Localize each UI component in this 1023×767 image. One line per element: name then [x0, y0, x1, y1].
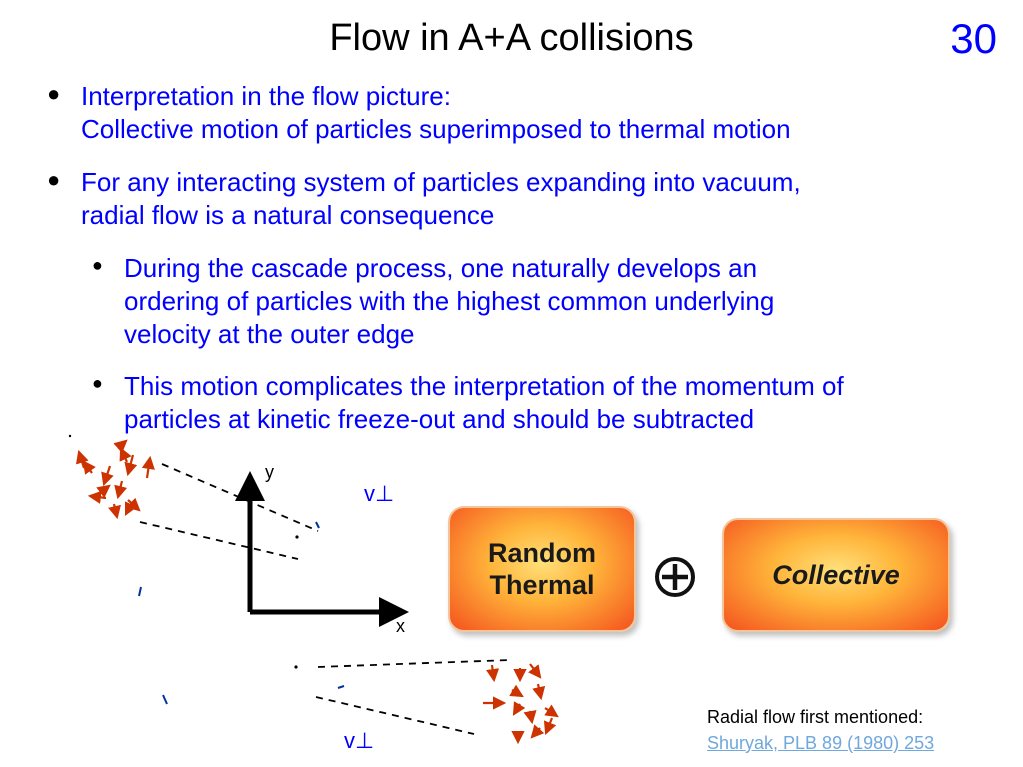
reference-note: Radial flow first mentioned: Shuryak, PL…: [707, 704, 934, 756]
page-number: 30: [950, 15, 997, 62]
reference-text: Radial flow first mentioned:: [707, 707, 924, 727]
bullet-text: particles at kinetic freeze-out and shou…: [124, 404, 755, 434]
bullet-text: For any interacting system of particles …: [81, 167, 801, 197]
v-perp-label-bottom: v⊥: [344, 728, 375, 753]
y-axis-label: y: [265, 462, 274, 482]
random-thermal-text: Thermal: [489, 570, 595, 600]
bullet-text: ordering of particles with the highest c…: [124, 286, 775, 316]
bullet-interpretation: ● Interpretation in the flow picture: Co…: [47, 80, 981, 146]
bullet-dot-icon: ●: [47, 167, 61, 192]
bullet-text: During the cascade process, one naturall…: [124, 253, 758, 283]
collective-box: Collective: [722, 518, 950, 632]
bullet-dot-icon: ●: [47, 81, 61, 106]
stray-marks: [138, 521, 345, 705]
bullet-text: This motion complicates the interpretati…: [124, 371, 844, 401]
bullet-radial-flow: ● For any interacting system of particle…: [47, 166, 981, 232]
slide-title: Flow in A+A collisions: [329, 17, 694, 59]
marker-dot: [295, 535, 299, 539]
x-axis-label: x: [396, 616, 405, 636]
particle-cluster-bottom: [483, 663, 559, 745]
bullet-dot-icon: ●: [92, 255, 103, 275]
bullet-text: Collective motion of particles superimpo…: [81, 114, 791, 144]
sub-bullet-cascade: ● During the cascade process, one natura…: [92, 252, 984, 351]
sub-bullet-freeze-out: ● This motion complicates the interpreta…: [92, 370, 1004, 436]
v-perp-label-top: v⊥: [364, 481, 395, 506]
random-thermal-text: Random: [488, 538, 596, 568]
reference-link[interactable]: Shuryak, PLB 89 (1980) 253: [707, 733, 935, 753]
random-thermal-box: Random Thermal: [448, 506, 636, 632]
particle-cluster-top: [75, 439, 155, 520]
bullet-dot-icon: ●: [92, 373, 103, 393]
bullet-text: velocity at the outer edge: [124, 319, 415, 349]
circled-plus-icon: [655, 557, 695, 597]
marker-dot: [68, 434, 72, 438]
bullet-text: Interpretation in the flow picture:: [81, 81, 451, 111]
bullet-text: radial flow is a natural consequence: [81, 200, 495, 230]
marker-dot: [294, 665, 298, 669]
collective-text: Collective: [772, 559, 900, 590]
